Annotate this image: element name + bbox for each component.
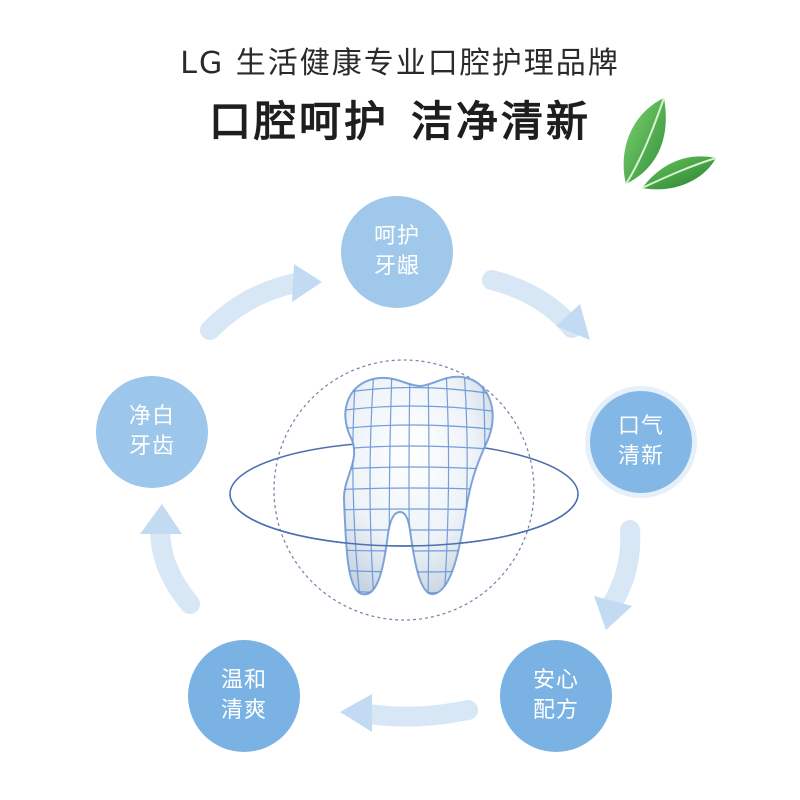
benefit-mild-refreshing: 温和 清爽 xyxy=(188,640,300,752)
benefit-line-2: 牙齿 xyxy=(128,434,175,459)
sphere-outline xyxy=(273,359,535,621)
benefit-line-1: 安心 xyxy=(532,668,579,693)
tooth-icon xyxy=(342,375,494,596)
benefit-safe-formula: 安心 配方 xyxy=(500,640,612,752)
benefit-line-2: 清爽 xyxy=(220,698,267,723)
benefit-whitening: 净白 牙齿 xyxy=(96,376,208,488)
title-part-2: 洁净清新 xyxy=(411,97,592,146)
benefit-line-1: 呵护 xyxy=(373,224,420,249)
cycle-arrow-icon xyxy=(594,520,641,630)
benefit-gum-care: 呵护 牙龈 xyxy=(341,196,453,308)
benefit-fresh-breath: 口气 清新 xyxy=(585,386,697,498)
title-part-1: 口腔呵护 xyxy=(208,97,389,146)
benefit-line-1: 口气 xyxy=(617,414,664,439)
page-title: 口腔呵护洁净清新 xyxy=(0,88,800,149)
benefit-line-1: 净白 xyxy=(128,404,175,429)
benefit-line-2: 配方 xyxy=(532,698,579,723)
cycle-arrow-icon xyxy=(340,694,478,732)
benefit-line-2: 牙龈 xyxy=(373,254,420,279)
brand-subtitle: LG 生活健康专业口腔护理品牌 xyxy=(180,46,620,81)
benefit-line-1: 温和 xyxy=(220,668,267,693)
benefit-line-2: 清新 xyxy=(617,444,664,469)
mint-leaf-icon xyxy=(623,97,717,190)
cycle-arrow-icon xyxy=(200,264,322,340)
cycle-arrow-icon xyxy=(140,504,200,614)
cycle-arrow-icon xyxy=(482,270,590,340)
orbit-ring-front xyxy=(229,493,579,547)
